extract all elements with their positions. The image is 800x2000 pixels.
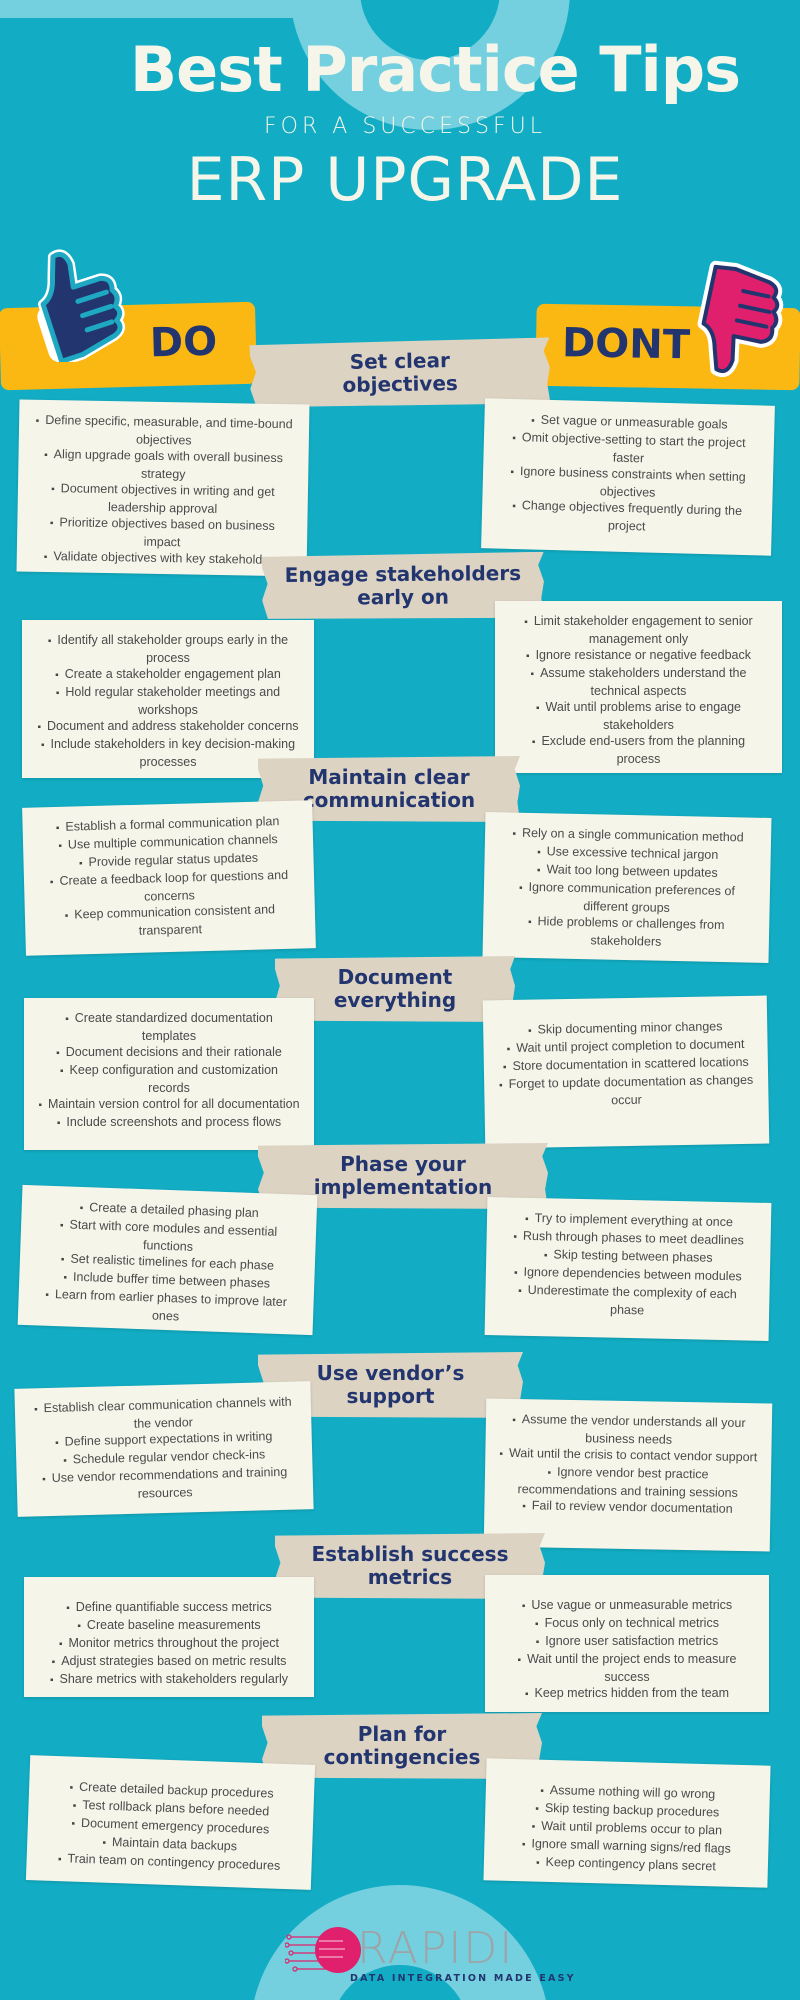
page-title: Best Practice Tips — [129, 33, 741, 106]
do-note-6: Establish clear communication channels w… — [14, 1381, 314, 1517]
dont-item: Keep metrics hidden from the team — [499, 1685, 755, 1703]
do-item: Create baseline measurements — [38, 1617, 300, 1635]
do-item: Create standardized documentation templa… — [38, 1010, 300, 1044]
do-item: Create a stakeholder engagement plan — [36, 666, 300, 684]
page-main-heading: ERP UPGRADE — [186, 145, 624, 215]
dont-item: Limit stakeholder engagement to senior m… — [509, 613, 768, 647]
section-heading-4: Document everything — [275, 956, 515, 1022]
do-item: Adjust strategies based on metric result… — [38, 1653, 300, 1671]
dont-item: Ignore communication preferences of diff… — [497, 878, 756, 917]
dont-item: Assume the vendor understands all your b… — [500, 1411, 759, 1449]
dont-note-6: Assume the vendor understands all your b… — [483, 1398, 773, 1552]
dont-item: Ignore resistance or negative feedback — [509, 647, 768, 665]
dont-note-2: Limit stakeholder engagement to senior m… — [495, 601, 782, 773]
do-label: DO — [149, 318, 218, 367]
do-item: Validate objectives with key stakeholder… — [31, 548, 293, 571]
logo-tagline: DATA INTEGRATION MADE EASY — [350, 1973, 576, 1984]
do-note-2: Identify all stakeholder groups early in… — [22, 620, 314, 778]
do-item: Align upgrade goals with overall busines… — [32, 446, 295, 485]
do-item: Prioritize objectives based on business … — [31, 514, 294, 553]
decorative-bar — [0, 0, 300, 18]
do-item: Share metrics with stakeholders regularl… — [38, 1671, 300, 1689]
logo-circle-icon — [315, 1927, 361, 1973]
do-item: Maintain version control for all documen… — [38, 1096, 300, 1114]
do-item: Include stakeholders in key decision-mak… — [36, 736, 300, 770]
dont-item: Assume stakeholders understand the techn… — [509, 665, 768, 699]
do-note-5: Create a detailed phasing plan Start wit… — [17, 1184, 318, 1336]
do-item: Define quantifiable success metrics — [38, 1599, 300, 1617]
dont-note-5: Try to implement everything at once Rush… — [484, 1197, 772, 1341]
dont-item: Wait until problems arise to engage stak… — [509, 699, 768, 733]
header: Best Practice Tips FOR A SUCCESSFUL ERP … — [0, 30, 800, 215]
do-item: Document decisions and their rationale — [38, 1044, 300, 1062]
logo-wordmark: RAPIDI — [357, 1923, 515, 1974]
do-note-8: Create detailed backup procedures Test r… — [25, 1755, 316, 1890]
dont-item: Hide problems or challenges from stakeho… — [497, 912, 756, 951]
do-note-7: Define quantifiable success metrics Crea… — [24, 1577, 314, 1697]
dont-item: Underestimate the complexity of each pha… — [499, 1281, 756, 1320]
dont-item: Change objectives frequently during the … — [496, 497, 759, 538]
thumbs-up-icon — [37, 249, 126, 362]
do-item: Define specific, measurable, and time-bo… — [33, 412, 296, 451]
do-note-1: Define specific, measurable, and time-bo… — [16, 399, 310, 577]
do-item: Use vendor recommendations and training … — [31, 1463, 300, 1504]
dont-note-1: Set vague or unmeasurable goals Omit obj… — [481, 398, 775, 556]
dont-item: Ignore user satisfaction metrics — [499, 1633, 755, 1651]
do-item: Hold regular stakeholder meetings and wo… — [36, 684, 300, 718]
circuit-lines-icon — [285, 1934, 345, 1972]
dont-item: Wait until the project ends to measure s… — [499, 1651, 755, 1685]
do-item: Keep communication consistent and transp… — [39, 901, 302, 942]
do-item: Include screenshots and process flows — [38, 1114, 300, 1132]
do-item: Identify all stakeholder groups early in… — [36, 632, 300, 666]
do-item: Monitor metrics throughout the project — [38, 1635, 300, 1653]
dont-note-8: Assume nothing will go wrong Skip testin… — [483, 1758, 771, 1888]
dont-item: Fail to review vendor documentation — [498, 1497, 756, 1520]
section-heading-3: Maintain clear communication — [258, 756, 520, 822]
dont-note-4: Skip documenting minor changes Wait unti… — [482, 995, 770, 1149]
do-note-3: Establish a formal communication plan Us… — [22, 800, 316, 956]
do-item: Document and address stakeholder concern… — [36, 718, 300, 736]
dont-note-3: Rely on a single communication method Us… — [482, 812, 772, 963]
dont-note-7: Use vague or unmeasurable metrics Focus … — [485, 1575, 769, 1712]
do-note-4: Create standardized documentation templa… — [24, 998, 314, 1150]
dont-label: DONT — [561, 320, 691, 369]
do-item: Document objectives in writing and get l… — [32, 480, 295, 519]
thumbs-down-icon — [697, 260, 784, 378]
page-subtitle: FOR A SUCCESSFUL — [264, 114, 546, 139]
dont-item: Use vague or unmeasurable metrics — [499, 1597, 755, 1615]
dont-item: Ignore vendor best practice recommendati… — [499, 1463, 758, 1501]
do-item: Keep configuration and customization rec… — [38, 1062, 300, 1096]
dont-item: Focus only on technical metrics — [499, 1615, 755, 1633]
rapidi-logo[interactable]: RAPIDI DATA INTEGRATION MADE EASY — [285, 1923, 573, 1985]
dont-item: Forget to update documentation as change… — [498, 1072, 755, 1110]
dont-item: Exclude end-users from the planning proc… — [509, 733, 768, 767]
